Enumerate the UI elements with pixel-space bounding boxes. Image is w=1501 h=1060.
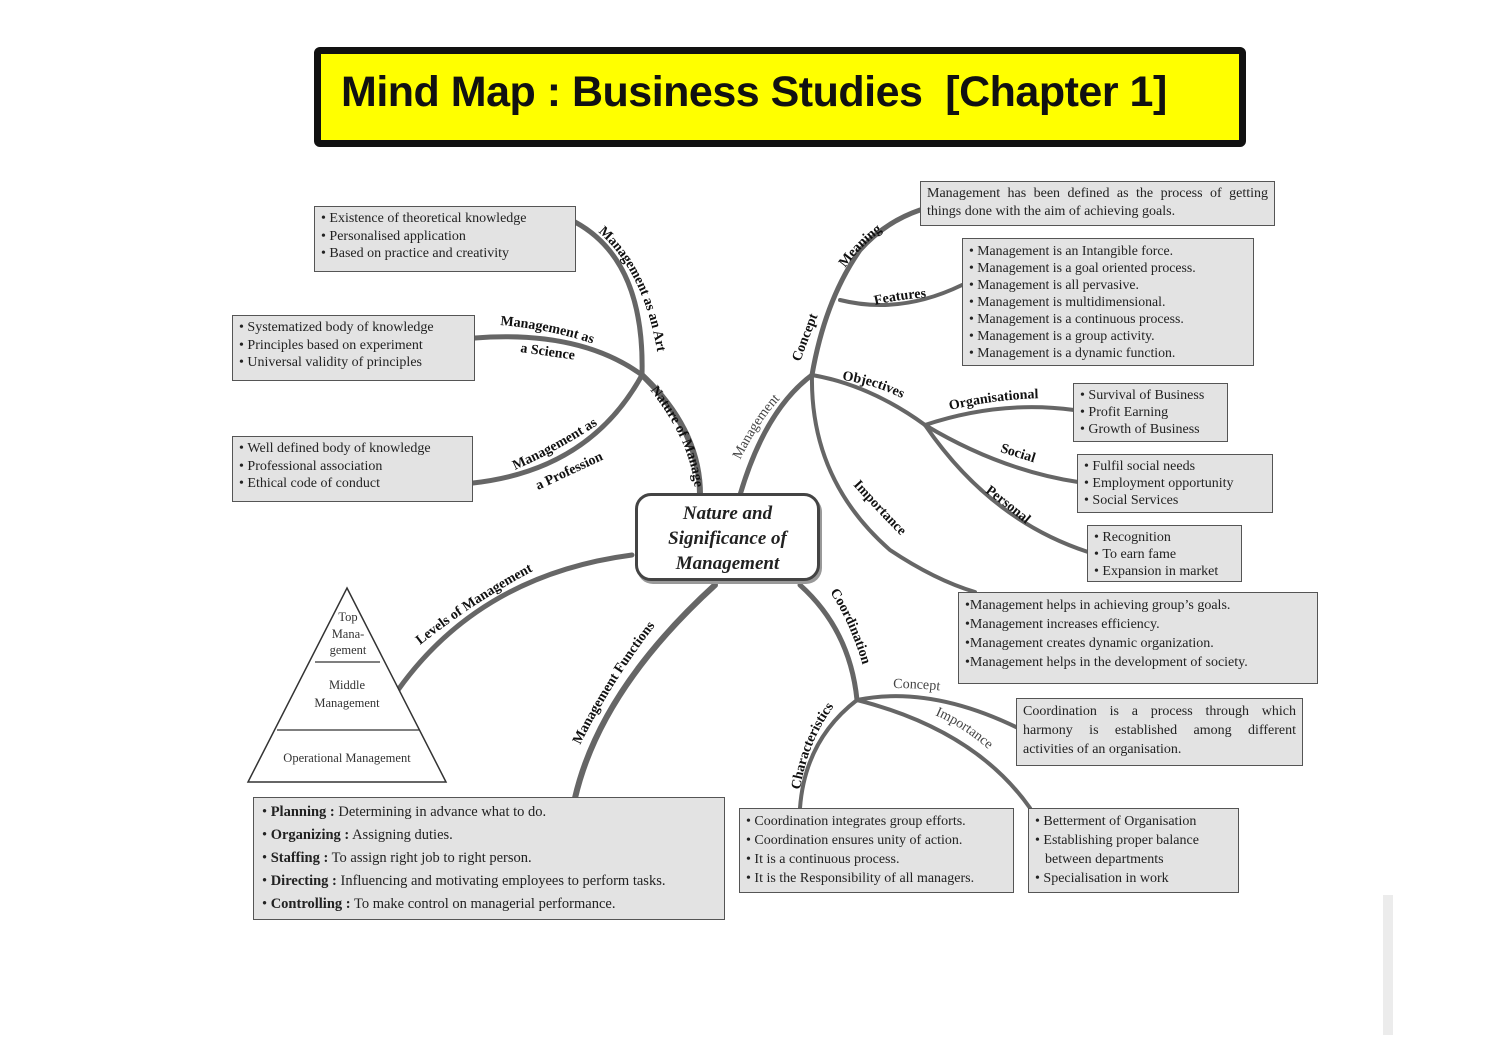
list-item: Management is all pervasive.: [969, 276, 1247, 293]
list-item: Controlling : To make control on manager…: [262, 893, 716, 916]
list-item: Management is a continuous process.: [969, 310, 1247, 327]
list-item: Specialisation in work: [1035, 869, 1232, 888]
label-levels-of-management: Levels of Management: [413, 561, 535, 648]
list-item: Management is an Intangible force.: [969, 242, 1247, 259]
label-importance: Importance: [850, 478, 909, 539]
list-item: Coordination ensures unity of action.: [746, 831, 1007, 850]
characteristics-box: Coordination integrates group efforts. C…: [739, 808, 1014, 893]
coordination-concept-box: Coordination is a process through which …: [1016, 698, 1303, 766]
profession-box: Well defined body of knowledge Professio…: [232, 436, 473, 502]
list-item: between departments: [1045, 852, 1164, 867]
functions-box: Planning : Determining in advance what t…: [253, 797, 725, 920]
list-item: Employment opportunity: [1084, 475, 1266, 492]
pyramid-middle-1: Middle: [329, 678, 366, 692]
list-item: Personalised application: [321, 228, 569, 246]
list-item: Ethical code of conduct: [239, 475, 466, 493]
pyramid-middle-2: Management: [314, 696, 380, 710]
list-item: Growth of Business: [1080, 421, 1221, 438]
central-topic-line-2: Significance of: [668, 528, 787, 549]
list-item: Profit Earning: [1080, 404, 1221, 421]
label-management-as-science-1: Management as: [500, 314, 597, 348]
list-item: Staffing : To assign right job to right …: [262, 847, 716, 870]
social-box: Fulfil social needs Employment opportuni…: [1077, 454, 1273, 513]
meaning-text: Management has been defined as the proce…: [927, 186, 1268, 219]
label-personal: Personal: [983, 483, 1033, 527]
list-item: It is the Responsibility of all managers…: [746, 869, 1007, 888]
list-item: •Management helps in the development of …: [965, 655, 1248, 670]
list-item: Expansion in market: [1094, 563, 1235, 580]
list-item: Organizing : Assigning duties.: [262, 824, 716, 847]
list-item: Planning : Determining in advance what t…: [262, 801, 716, 824]
management-pyramid: Top Mana- gement Middle Management Opera…: [246, 586, 448, 783]
science-box: Systematized body of knowledge Principle…: [232, 315, 475, 381]
list-item: Management is a goal oriented process.: [969, 259, 1247, 276]
organisational-box: Survival of Business Profit Earning Grow…: [1073, 383, 1228, 442]
list-item: Social Services: [1084, 492, 1266, 509]
list-item: •Management helps in achieving group’s g…: [965, 598, 1231, 613]
list-item: •Management increases efficiency.: [965, 617, 1160, 632]
list-item: Recognition: [1094, 529, 1235, 546]
personal-box: Recognition To earn fame Expansion in ma…: [1087, 525, 1242, 582]
central-topic-line-1: Nature and: [682, 503, 773, 524]
coordination-importance-box: Betterment of Organisation Establishing …: [1028, 808, 1239, 893]
branch-lines: [395, 207, 1090, 810]
list-item: Management is multidimensional.: [969, 293, 1247, 310]
meaning-box: Management has been defined as the proce…: [920, 181, 1275, 226]
pyramid-top-1: Top: [338, 610, 357, 624]
pyramid-bottom: Operational Management: [283, 751, 411, 765]
label-characteristics: Characteristics: [789, 699, 837, 790]
list-item: Survival of Business: [1080, 387, 1221, 404]
list-item: Establishing proper balance: [1035, 831, 1232, 850]
list-item: Fulfil social needs: [1084, 458, 1266, 475]
list-item: Management is a group activity.: [969, 327, 1247, 344]
pyramid-top-2: Mana-: [332, 627, 365, 641]
list-item: Betterment of Organisation: [1035, 812, 1232, 831]
list-item: Principles based on experiment: [239, 337, 468, 355]
pyramid-top-3: gement: [330, 643, 367, 657]
list-item: Well defined body of knowledge: [239, 440, 466, 458]
list-item: Management is a dynamic function.: [969, 344, 1247, 361]
features-box: Management is an Intangible force. Manag…: [962, 238, 1254, 366]
importance-box: •Management helps in achieving group’s g…: [958, 592, 1318, 684]
label-management-functions: Management Functions: [570, 618, 658, 746]
list-item: Universal validity of principles: [239, 354, 468, 372]
art-box: Existence of theoretical knowledge Perso…: [314, 206, 576, 272]
list-item: Directing : Influencing and motivating e…: [262, 870, 716, 893]
page-title: Mind Map : Business Studies [Chapter 1]: [341, 68, 1167, 116]
title-banner: Mind Map : Business Studies [Chapter 1]: [314, 47, 1246, 147]
list-item: Coordination integrates group efforts.: [746, 812, 1007, 831]
central-topic: Nature and Significance of Management: [635, 493, 820, 581]
list-item: •Management creates dynamic organization…: [965, 636, 1214, 651]
central-topic-line-3: Management: [675, 553, 780, 574]
coordination-concept-text: Coordination is a process through which …: [1023, 704, 1296, 757]
list-item: Systematized body of knowledge: [239, 319, 468, 337]
scroll-edge: [1383, 895, 1393, 1035]
list-item: Existence of theoretical knowledge: [321, 210, 569, 228]
list-item: To earn fame: [1094, 546, 1235, 563]
list-item: It is a continuous process.: [746, 850, 1007, 869]
label-meaning: Meaning: [836, 222, 884, 271]
list-item: Professional association: [239, 458, 466, 476]
list-item: Based on practice and creativity: [321, 245, 569, 263]
label-coord-concept: Concept: [893, 677, 941, 694]
